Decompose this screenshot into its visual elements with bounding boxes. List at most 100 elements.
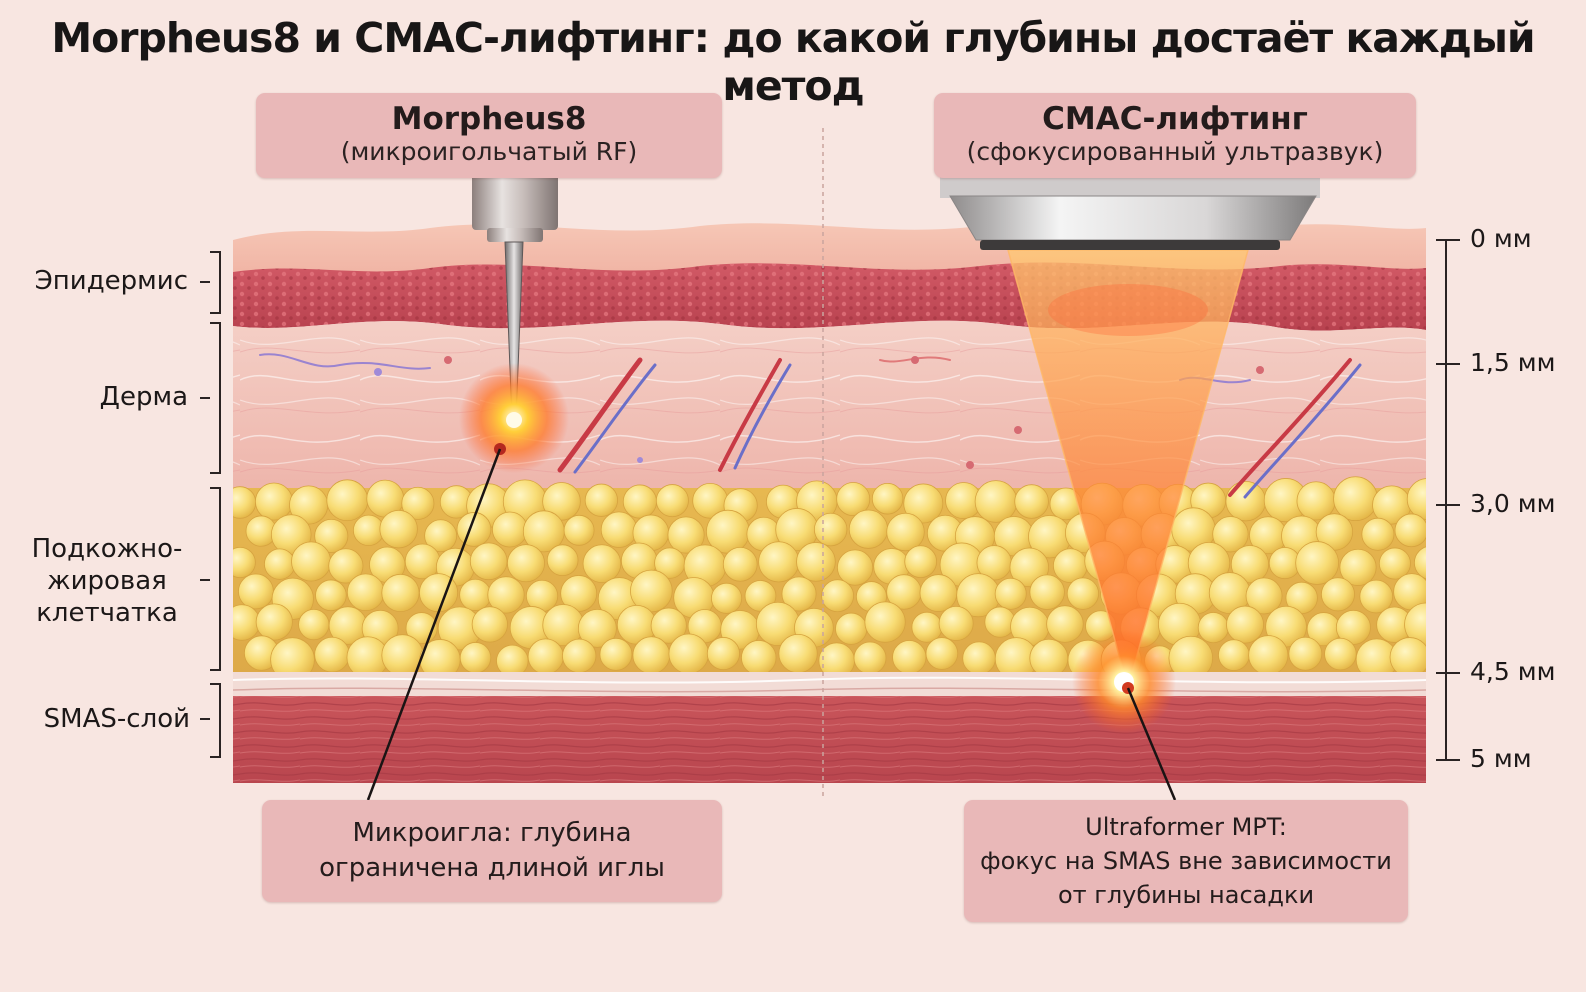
label-smas: SMAS-слой	[43, 704, 190, 734]
fat-lobule	[1359, 579, 1394, 614]
fat-lobule	[848, 509, 889, 549]
fat-lobule	[562, 638, 597, 674]
fat-lobule	[424, 519, 458, 553]
fat-lobule	[238, 573, 274, 610]
fat-lobules	[233, 476, 1426, 682]
fat-lobule	[871, 482, 904, 515]
fat-lobule	[507, 544, 545, 583]
fat-lobule	[632, 636, 671, 675]
label-subcutaneous-line3: клетчатка	[36, 598, 178, 628]
fat-lobule	[459, 642, 492, 674]
smas-note-line1: Ultraformer MPT:	[1085, 813, 1287, 841]
fat-lobule	[925, 637, 959, 670]
fat-lobule	[892, 640, 927, 675]
layer-brackets	[200, 251, 221, 758]
fat-lobule	[314, 636, 350, 673]
ultrasound-beam	[1008, 250, 1248, 688]
fat-lobule	[904, 545, 938, 579]
smas-note-line2: фокус на SMAS вне зависимости	[980, 847, 1392, 875]
fat-lobule	[315, 579, 347, 612]
fat-lobule	[381, 573, 420, 612]
fat-lobule	[326, 479, 369, 522]
fat-lobule	[864, 601, 906, 643]
label-dermis: Дерма	[99, 382, 188, 412]
fat-lobule	[622, 484, 657, 519]
fat-lobule	[781, 576, 817, 612]
fat-lobule	[962, 641, 996, 675]
fat-lobule	[853, 641, 887, 675]
fat-lobule	[994, 577, 1027, 610]
fat-lobule	[1361, 517, 1395, 551]
morpheus-note-box: Микроигла: глубина ограничена длиной игл…	[262, 800, 722, 902]
label-epidermis: Эпидермис	[34, 266, 188, 296]
label-subcutaneous: Подкожно- жировая клетчатка	[22, 533, 192, 629]
page-title: Morpheus8 и СМАС-лифтинг: до какой глуби…	[51, 14, 1535, 110]
fat-lobule	[1245, 577, 1283, 615]
fat-lobule	[1197, 612, 1229, 644]
fat-lobule	[233, 546, 256, 579]
depth-4-5: 4,5 мм	[1470, 657, 1556, 686]
fat-lobule	[668, 633, 709, 675]
fat-lobule	[886, 512, 925, 552]
fat-lobule	[837, 549, 874, 586]
fat-lobule	[328, 548, 364, 584]
fat-lobule	[741, 640, 777, 676]
fat-lobule	[291, 541, 332, 582]
fat-lobule	[1389, 637, 1426, 678]
fat-lobule	[974, 480, 1018, 523]
fat-lobule	[1029, 574, 1065, 610]
label-subcutaneous-line1: Подкожно-	[31, 534, 183, 564]
fat-lobule	[546, 544, 579, 577]
fat-lobule	[655, 484, 689, 518]
fat-lobule	[1324, 637, 1357, 671]
fat-lobule	[903, 483, 944, 524]
fat-lobule	[599, 637, 633, 671]
fat-lobule	[1066, 577, 1100, 610]
fat-lobule	[711, 582, 743, 614]
morpheus-handpiece	[472, 172, 558, 421]
fat-lobule	[584, 483, 618, 517]
fat-lobule	[938, 606, 974, 641]
fat-lobule	[796, 542, 836, 582]
fat-lobule	[667, 516, 705, 554]
fat-lobule	[911, 611, 943, 643]
fat-lobule	[379, 510, 418, 549]
fat-lobule	[487, 576, 525, 614]
morpheus-note-line2: ограничена длиной иглы	[319, 853, 665, 883]
depth-scale	[1436, 239, 1460, 761]
smas-subtitle: (сфокусированный ультразвук)	[966, 137, 1384, 166]
fat-lobule	[255, 603, 293, 641]
focus-pointer-line	[1126, 687, 1177, 801]
morpheus-subtitle: (микроигольчатый RF)	[340, 137, 638, 166]
fat-lobule	[1029, 638, 1069, 678]
fat-lobule	[1226, 605, 1264, 644]
fat-lobule	[650, 607, 687, 644]
fat-lobule	[563, 514, 595, 546]
fat-lobule	[836, 482, 871, 517]
fat-lobule	[1413, 546, 1426, 580]
fat-lobule	[1248, 635, 1289, 676]
fat-lobule	[1225, 480, 1266, 522]
fat-lobule	[1014, 484, 1049, 519]
fat-lobule	[577, 608, 617, 648]
fat-lobule	[298, 608, 330, 641]
fat-lobule	[233, 604, 261, 641]
cells	[374, 356, 1264, 469]
ultrasound-probe	[940, 172, 1320, 250]
morpheus-title: Morpheus8	[391, 101, 587, 137]
fat-lobule	[255, 482, 293, 521]
fat-lobule	[492, 511, 528, 548]
label-subcutaneous-line2: жировая	[47, 566, 167, 596]
fat-lobule	[813, 512, 848, 547]
smas-title: СМАС-лифтинг	[1042, 101, 1308, 137]
fat-lobule	[1218, 639, 1250, 671]
fat-lobule	[582, 544, 622, 583]
fat-lobule	[821, 579, 854, 613]
depth-5: 5 мм	[1470, 744, 1532, 773]
fat-lobule	[471, 606, 508, 643]
fat-lobule	[496, 644, 529, 678]
fat-lobule	[1394, 513, 1426, 548]
morpheus-note-line1: Микроигла: глубина	[352, 818, 632, 848]
fat-lobule	[778, 634, 818, 674]
